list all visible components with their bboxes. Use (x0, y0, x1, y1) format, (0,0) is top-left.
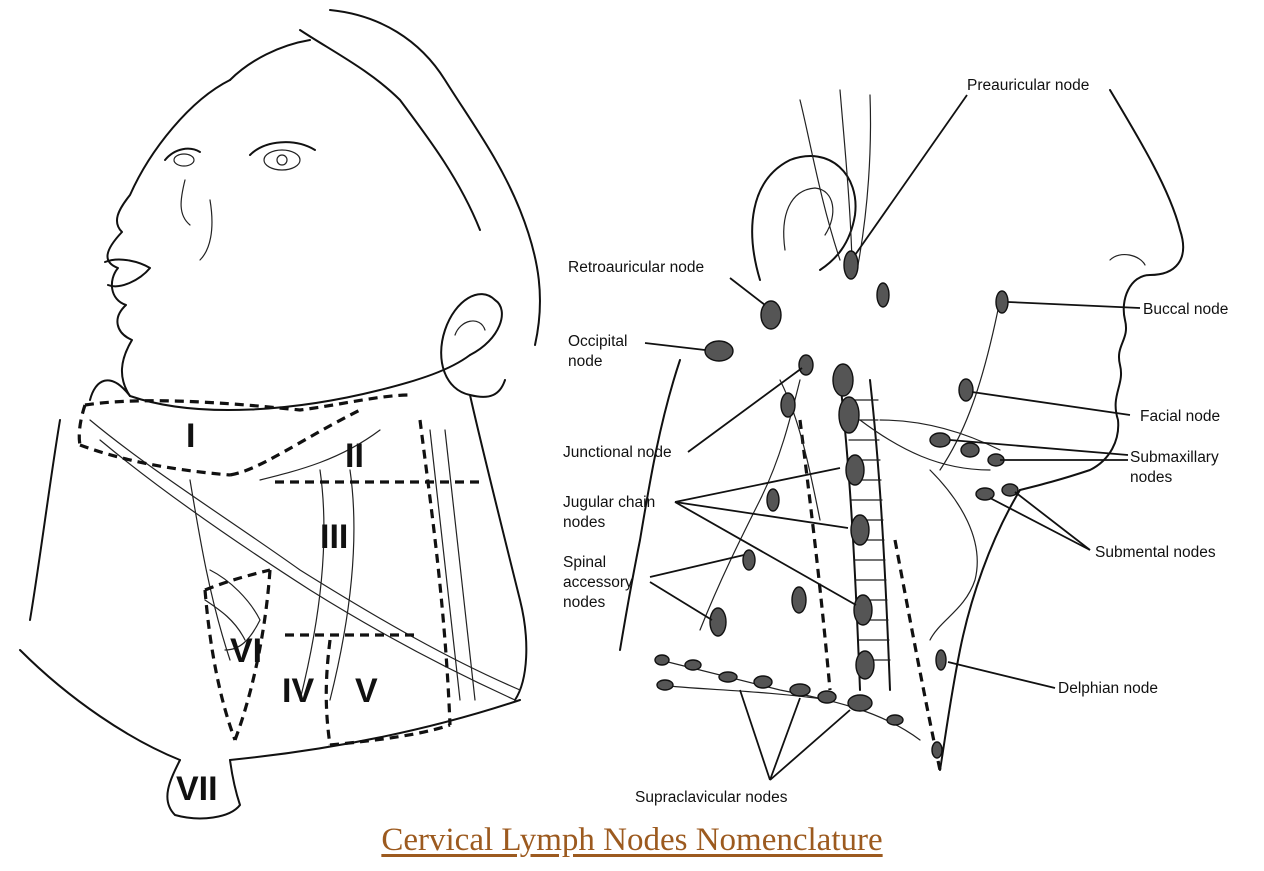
submaxillary-label-line1: Submaxillary (1130, 449, 1219, 466)
spinal-label-line3: nodes (563, 594, 605, 611)
lymph-nodes (655, 251, 1018, 758)
supraclavicular-node (932, 742, 942, 758)
level-V-label: V (355, 672, 378, 710)
junctional-node (799, 355, 813, 375)
facial-node (959, 379, 973, 401)
occipital-label-line2: node (568, 353, 602, 370)
supraclavicular-node (848, 695, 872, 711)
level-III-label: III (320, 518, 348, 556)
junctional-label: Junctional node (563, 444, 672, 461)
supraclavicular-node (719, 672, 737, 682)
anatomy-illustration: I II III VI IV V VII (0, 0, 1264, 820)
submental-label: Submental nodes (1095, 544, 1216, 561)
submental-node (1002, 484, 1018, 496)
supraclavicular-node (657, 680, 673, 690)
supraclavicular-node (655, 655, 669, 665)
spinal-accessory-node (743, 550, 755, 570)
jugular-node (781, 393, 795, 417)
supraclavicular-node (887, 715, 903, 725)
jugular-label-line1: Jugular chain (563, 494, 655, 511)
level-I-label: I (186, 417, 195, 455)
spinal-accessory-node (767, 489, 779, 511)
submaxillary-node (961, 443, 979, 457)
spinal-accessory-node (710, 608, 726, 636)
right-head-drawing (620, 90, 1183, 770)
buccal-node (996, 291, 1008, 313)
supraclavicular-node (818, 691, 836, 703)
buccal-label: Buccal node (1143, 301, 1228, 318)
delphian-label: Delphian node (1058, 680, 1158, 697)
occipital-label-line1: Occipital (568, 333, 627, 350)
level-II-label: II (345, 437, 364, 475)
supraclavicular-node (685, 660, 701, 670)
jugular-node (839, 397, 859, 433)
jugular-node (856, 651, 874, 679)
occipital-node (705, 341, 733, 361)
jugular-node (846, 455, 864, 485)
level-IV-label: IV (282, 672, 314, 710)
node-labels: Preauricular node Retroauricular node Bu… (563, 77, 1228, 806)
level-VII-label: VII (176, 770, 218, 808)
left-head-drawing (20, 10, 540, 818)
jugular-label-line2: nodes (563, 514, 605, 531)
level-VI-label: VI (230, 632, 262, 670)
submaxillary-node (930, 433, 950, 447)
supraclavicular-node (754, 676, 772, 688)
delphian-node (936, 650, 946, 670)
retroauricular-label: Retroauricular node (568, 259, 704, 276)
spinal-label-line1: Spinal (563, 554, 606, 571)
preauricular-label: Preauricular node (967, 77, 1089, 94)
spinal-label-line2: accessory (563, 574, 633, 591)
jugular-node (851, 515, 869, 545)
supraclavicular-label: Supraclavicular nodes (635, 789, 788, 806)
submaxillary-label-line2: nodes (1130, 469, 1172, 486)
jugular-node (833, 364, 853, 396)
parotid-node (877, 283, 889, 307)
jugular-node (792, 587, 806, 613)
jugular-node (854, 595, 872, 625)
figure-caption: Cervical Lymph Nodes Nomenclature (0, 822, 1264, 859)
supraclavicular-node (790, 684, 810, 696)
facial-label: Facial node (1140, 408, 1220, 425)
